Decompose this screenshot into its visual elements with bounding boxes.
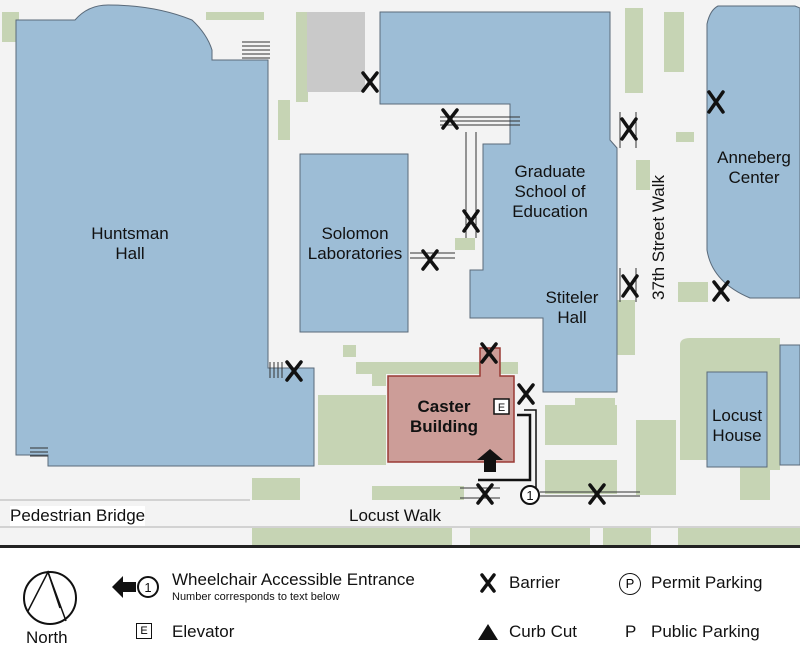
curb-cut-legend-label: Curb Cut <box>509 622 578 641</box>
caster-building-label: Caster Building <box>410 397 478 437</box>
barrier-icon <box>441 108 459 130</box>
locust-house-label: Locust House <box>711 406 763 446</box>
stiteler-hall-label: Stiteler Hall <box>545 288 599 328</box>
gse-label: Graduate School of Education <box>512 162 588 222</box>
barrier-icon <box>517 383 535 405</box>
public-parking-legend-label: Public Parking <box>651 622 760 641</box>
buildings <box>15 4 800 468</box>
elevator-icon: E <box>493 398 510 415</box>
annenberg-center-building <box>706 5 800 299</box>
pedestrian-bridge-label: Pedestrian Bridge <box>10 506 146 527</box>
grass-areas <box>2 8 800 548</box>
campus-map: E 1 <box>0 0 800 548</box>
barrier-legend-label: Barrier <box>509 573 561 592</box>
elevator-legend-label: Elevator <box>172 622 235 641</box>
barrier-icon <box>707 90 725 114</box>
solomon-laboratories-building <box>299 153 409 333</box>
east-building <box>779 344 800 466</box>
curb-cut-legend-icon <box>478 624 498 640</box>
huntsman-hall-building <box>15 4 315 467</box>
elevator-legend-icon: E <box>136 623 152 639</box>
barrier-icon <box>588 483 606 505</box>
barrier-icon <box>620 117 638 141</box>
locust-house-building <box>706 371 768 468</box>
map-legend: North 1 Wheelchair Accessible Entrance N… <box>0 548 800 659</box>
barrier-icon <box>476 483 494 505</box>
entrance-number-marker: 1 <box>520 485 540 505</box>
entrance-arrow-icon <box>477 449 503 472</box>
barrier-icon <box>621 274 639 298</box>
barrier-icons <box>285 71 730 505</box>
37th-street-walk-label: 37th Street Walk <box>649 174 668 300</box>
entrance-number: 1 <box>526 488 533 503</box>
locust-walk-label: Locust Walk <box>349 506 441 525</box>
barrier-icon <box>421 249 439 271</box>
public-parking-legend-icon: P <box>625 622 637 641</box>
elevator-symbol: E <box>498 402 505 414</box>
barrier-icon <box>285 360 303 382</box>
barrier-icon <box>712 280 730 302</box>
annenberg-center-label: Anneberg Center <box>717 148 791 188</box>
entrance-legend-note: Number corresponds to text below <box>172 591 340 603</box>
accessible-route <box>478 409 537 498</box>
barrier-icon <box>361 71 379 93</box>
solomon-laboratories-label: Solomon Laboratories <box>307 224 403 264</box>
caster-building-shape <box>387 347 515 463</box>
north-label: North <box>26 628 68 647</box>
north-arrow-icon <box>23 570 77 625</box>
barrier-legend-icon <box>480 573 496 593</box>
entrance-legend-label: Wheelchair Accessible Entrance <box>172 570 415 589</box>
legend-entrance-number: 1 <box>144 580 151 595</box>
barrier-icon <box>480 342 498 364</box>
barrier-icon <box>462 209 480 233</box>
service-area <box>307 12 365 92</box>
permit-parking-legend-label: Permit Parking <box>651 573 763 592</box>
huntsman-hall-label: Huntsman Hall <box>91 224 169 264</box>
entrance-legend-icon: 1 <box>112 576 159 598</box>
permit-parking-legend-icon: P <box>619 573 641 595</box>
